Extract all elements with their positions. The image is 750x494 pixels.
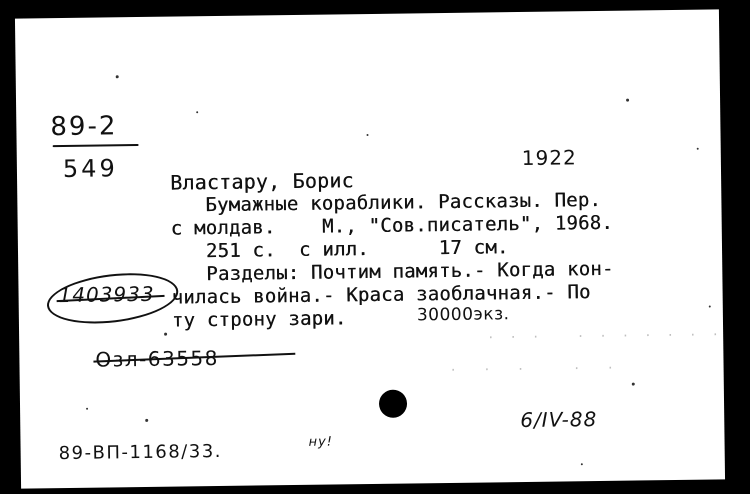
shelfmark-bottom: 549 — [62, 154, 118, 184]
faint-bleed-through-2: · · · · · — [449, 360, 619, 377]
handwritten-print-run: 30000экз. — [416, 304, 510, 326]
shelfmark-rule — [52, 144, 139, 148]
circled-number: 1403933 — [58, 281, 155, 308]
speck — [696, 147, 699, 150]
description-line-2: с молдав. М., "Сов.писатель", 1968. — [170, 211, 614, 240]
handwritten-year: 1922 — [521, 145, 577, 171]
speck — [580, 463, 583, 466]
speck — [631, 382, 635, 386]
speck — [86, 407, 89, 410]
speck — [145, 418, 149, 422]
description-line-3: 251 с. с илл. 17 см. — [170, 236, 509, 263]
bottom-mark: ну! — [308, 434, 334, 450]
handwritten-date: 6/IV-88 — [520, 407, 598, 433]
faint-bleed-through-1: · · · · · · · · · · · · — [487, 327, 723, 345]
punch-hole — [378, 389, 408, 418]
speck — [626, 98, 630, 102]
description-line-5: чилась война.- Краса заоблачная.- По — [171, 281, 591, 309]
catalog-card: 89-2 549 1922 Властару, Борис Бумажные к… — [14, 9, 726, 489]
speck — [164, 332, 168, 336]
shelfmark-top: 89-2 — [50, 111, 118, 143]
speck — [708, 305, 711, 308]
author-heading: Властару, Борис — [169, 168, 354, 195]
speck — [115, 75, 119, 79]
speck — [196, 111, 199, 114]
description-line-6: ту строну зари. — [171, 307, 347, 332]
bottom-code: 89-ВП-1168/33. — [58, 440, 223, 465]
speck — [366, 134, 369, 137]
